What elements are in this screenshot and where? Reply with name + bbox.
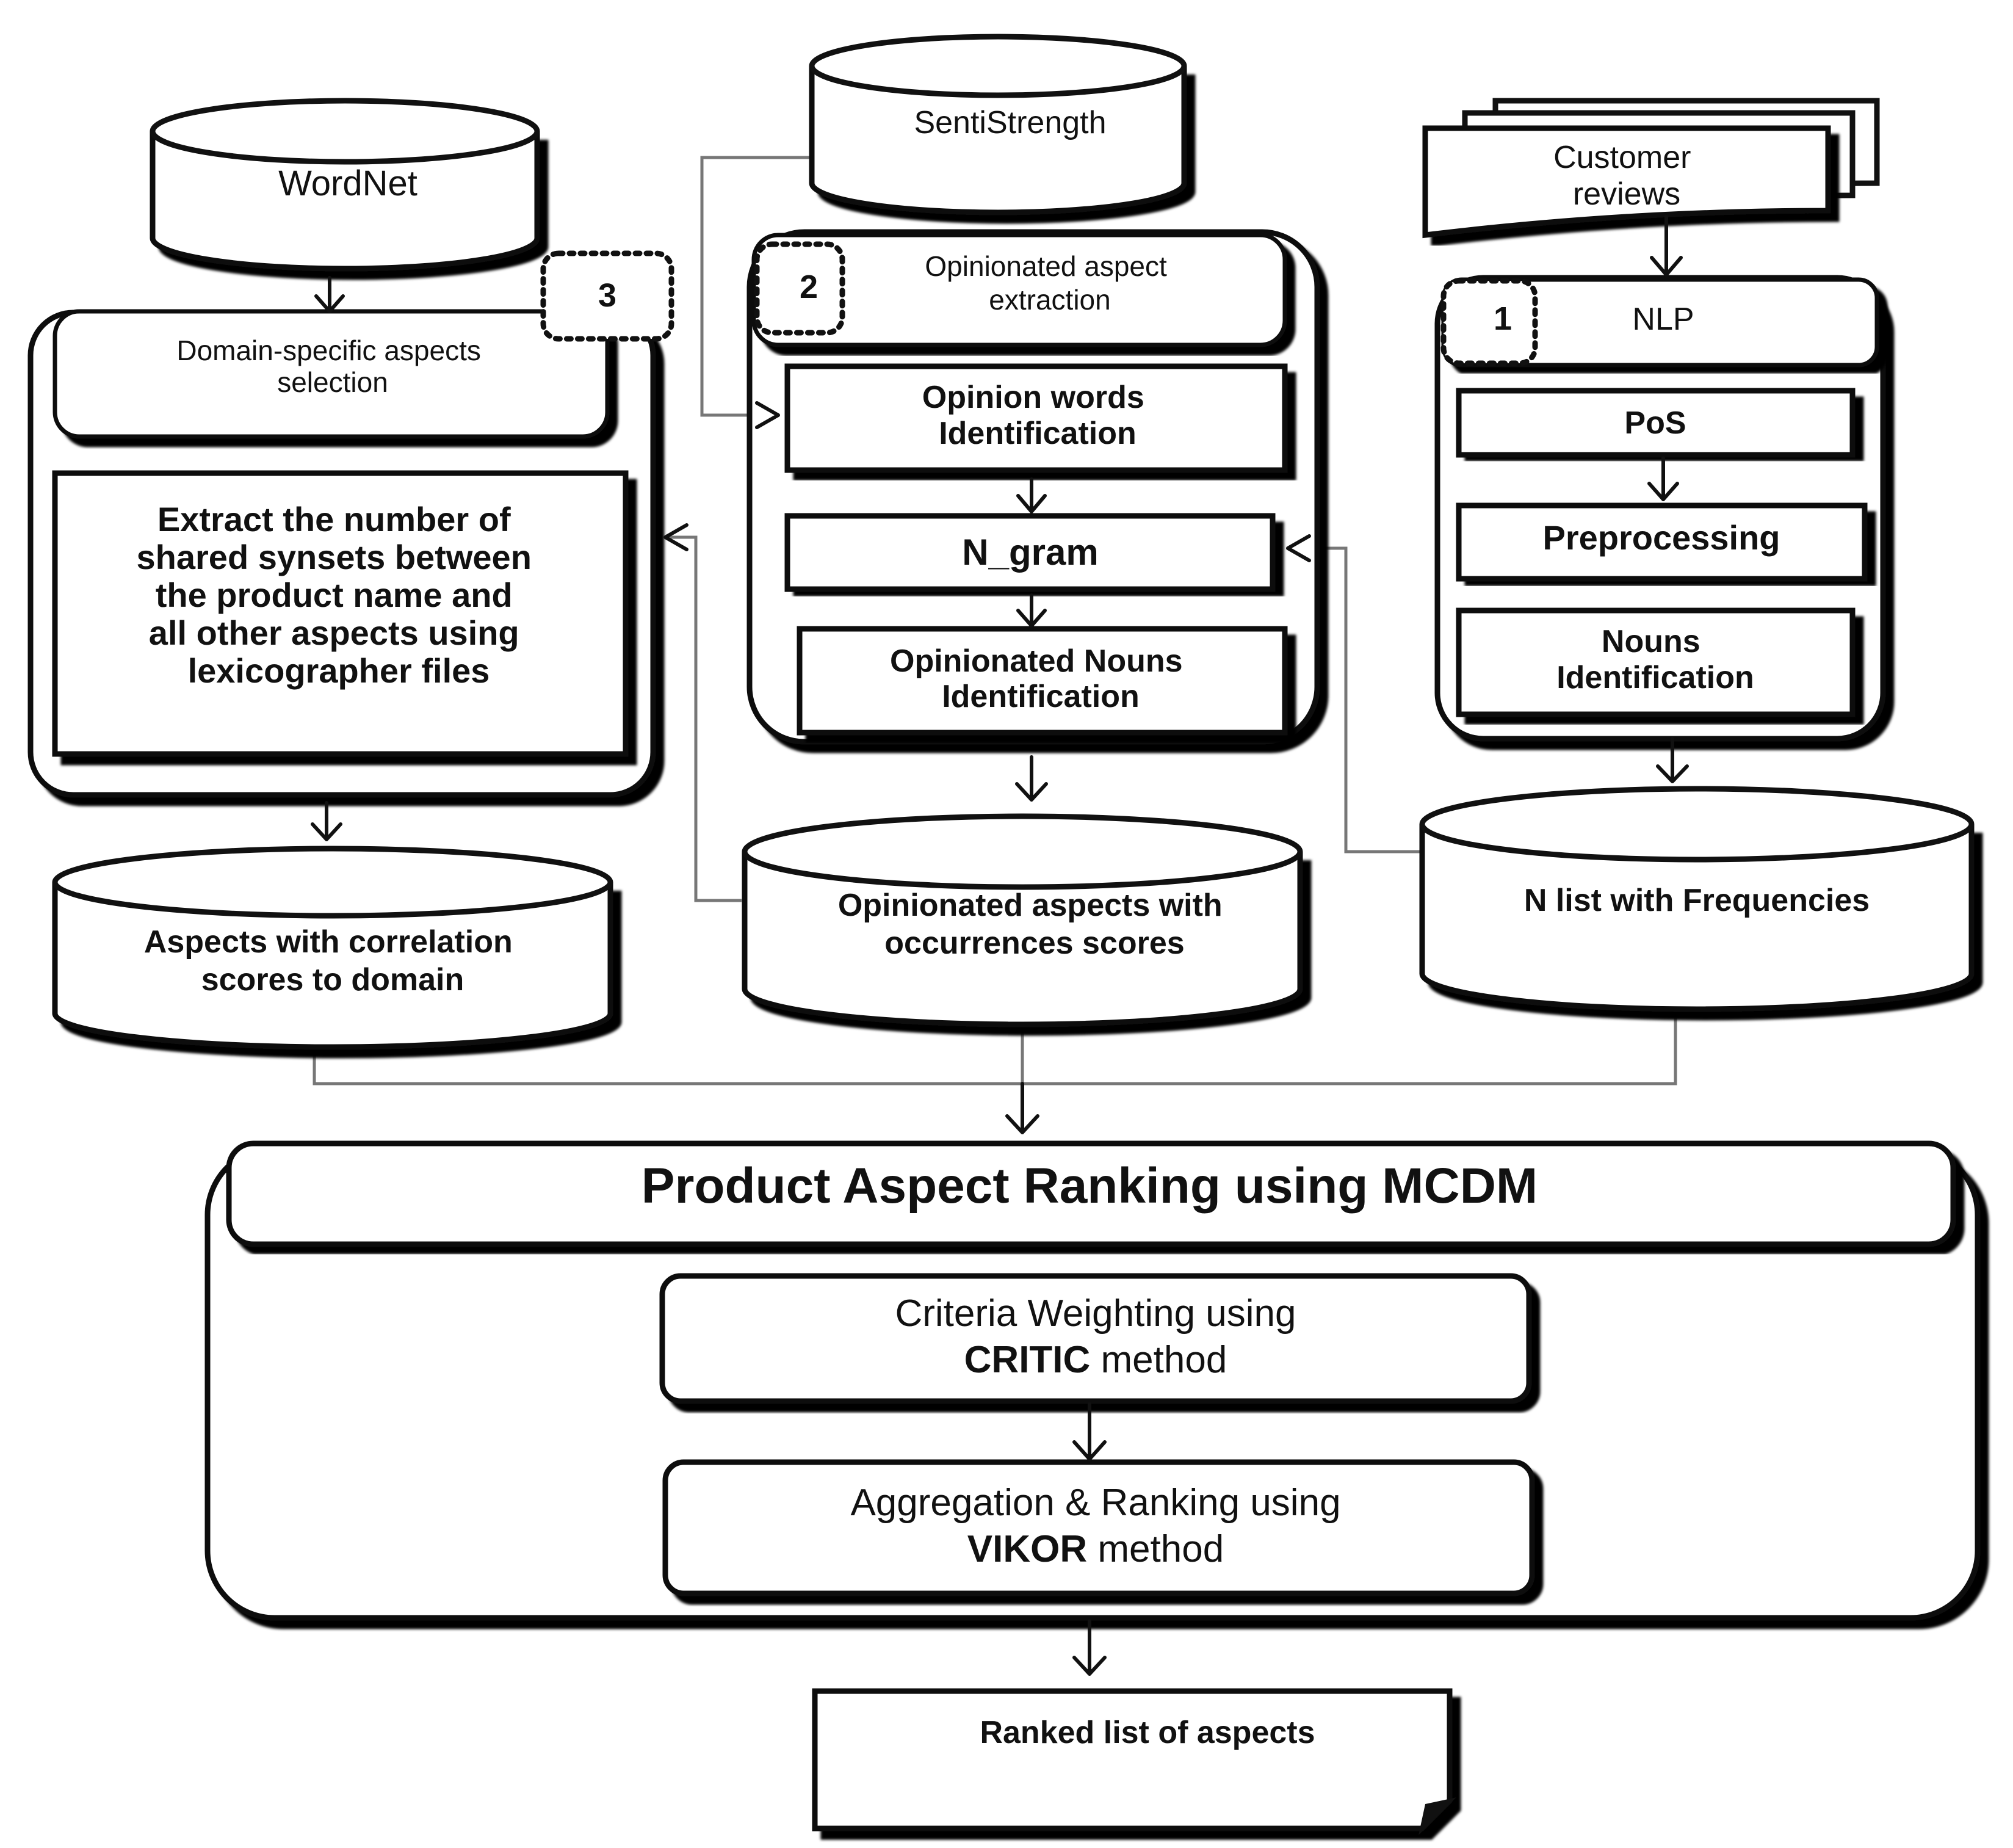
opinionated-nouns-text: Opinionated Nouns Identification	[890, 643, 1191, 714]
sentistrength-database: SentiStrength	[809, 34, 1187, 216]
nouns-identification-box	[1456, 607, 1856, 717]
vikor-text: Aggregation & Ranking using	[850, 1482, 1340, 1524]
occurrences-scores-database: Opinionated aspects with occurrences sco…	[742, 813, 1303, 1027]
nouns-identification-text: Nouns Identification	[1556, 624, 1754, 695]
opinion-words-text: Opinion words Identification	[922, 380, 1153, 451]
mcdm-title-box	[226, 1140, 1956, 1247]
correlation-scores-label: Aspects with correlation scores to domai…	[144, 924, 521, 998]
module-3-title: Domain-specific aspects selection	[176, 335, 488, 398]
module-2-number-badge	[754, 241, 845, 336]
module-1-number-badge	[1440, 278, 1538, 366]
pos-text: PoS	[1624, 405, 1686, 441]
pos-box	[1456, 388, 1856, 458]
critic-text: Criteria Weighting using	[895, 1292, 1296, 1335]
mcdm-ranking-module: Product Aspect Ranking using MCDM Criter…	[204, 1140, 1981, 1621]
module-2-title-box	[751, 233, 1287, 347]
module-3-number-badge	[540, 250, 674, 342]
extract-synsets-text: Extract the number of shared synsets bet…	[137, 500, 541, 690]
module-3-domain-specific-selection: Domain-specific aspects selection Extrac…	[27, 250, 674, 798]
frequencies-database: N list with Frequencies	[1419, 786, 1975, 1012]
critic-method-text: CRITIC method	[964, 1339, 1227, 1381]
module-1-nlp: NLP 1 PoS Preprocessing Nouns Identifica…	[1434, 275, 1886, 742]
mcdm-title: Product Aspect Ranking using MCDM	[641, 1158, 1538, 1214]
opinion-words-box	[784, 363, 1288, 473]
module-2-number: 2	[800, 269, 818, 305]
preprocessing-text: Preprocessing	[1542, 518, 1780, 557]
ngram-box	[784, 513, 1276, 592]
module-3-number: 3	[598, 277, 616, 314]
module-2-title: Opinionated aspect extraction	[925, 250, 1174, 316]
wordnet-label: WordNet	[278, 164, 417, 203]
wordnet-database: WordNet	[150, 98, 540, 272]
ngram-text: N_gram	[962, 532, 1098, 573]
opinionated-nouns-box	[797, 626, 1288, 736]
customer-reviews-document: Customer reviews	[1422, 98, 1880, 239]
ranked-list-document: Ranked list of aspects	[812, 1688, 1456, 1835]
vikor-box	[662, 1459, 1535, 1596]
extract-synsets-box	[52, 470, 629, 757]
arrows	[311, 215, 1689, 1676]
sentistrength-label: SentiStrength	[914, 105, 1106, 140]
correlation-scores-database: Aspects with correlation scores to domai…	[52, 846, 613, 1050]
customer-reviews-label: Customer reviews	[1553, 140, 1700, 212]
frequencies-label: N list with Frequencies	[1524, 883, 1870, 918]
critic-box	[659, 1273, 1532, 1404]
vikor-method-text: VIKOR method	[967, 1528, 1224, 1570]
occurrences-scores-label: Opinionated aspects with occurrences sco…	[838, 888, 1231, 961]
module-1-title: NLP	[1632, 302, 1694, 337]
connector-lines	[313, 156, 1677, 1085]
preprocessing-box	[1456, 502, 1868, 582]
module-1-number: 1	[1494, 300, 1512, 337]
ranked-list-label: Ranked list of aspects	[980, 1715, 1315, 1750]
